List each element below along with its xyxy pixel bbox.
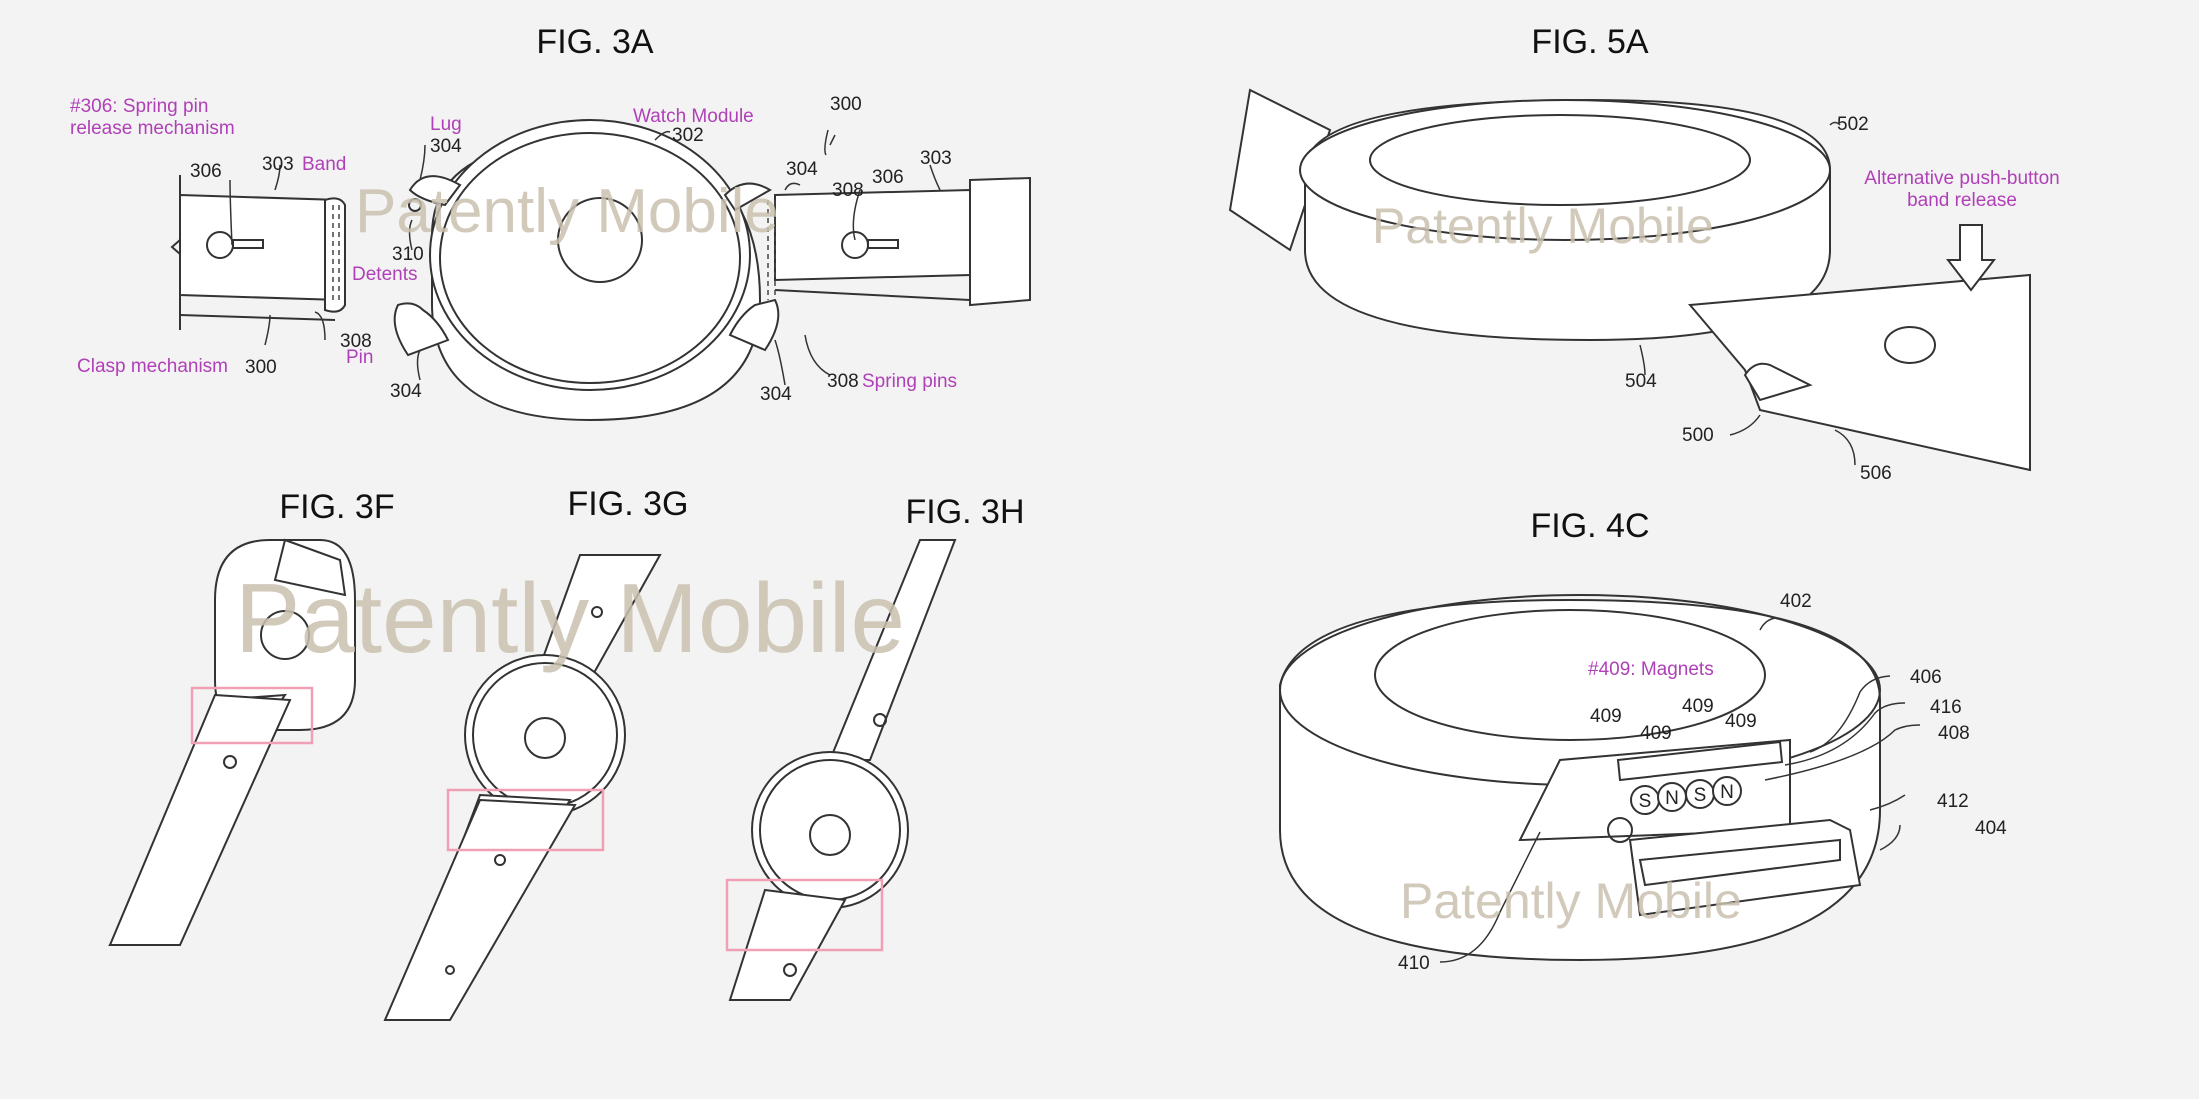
note-pin: Pin [346,347,373,368]
ref-303: 303 [920,148,952,169]
ref-302: 302 [672,125,704,146]
magnet-pole-n: N [1720,782,1734,803]
push-arrow-icon [1945,224,1997,292]
ref-303: 303 [262,154,294,175]
ref-304-lug: 304 [430,136,462,157]
ref-506: 506 [1860,463,1892,484]
note-spring-pin-1: #306: Spring pin [70,96,208,117]
magnet-pole-n: N [1665,788,1679,809]
ref-304: 304 [760,384,792,405]
magnet-pole-s: S [1639,791,1652,812]
ref-308: 308 [827,371,859,392]
highlight-box-3f [190,686,314,745]
fig-3h-drawing [725,539,957,1001]
watermark: Patently Mobile [235,563,905,673]
note-alt-push-button-2: band release [1907,190,2017,211]
ref-306: 306 [872,167,904,188]
fig-3a-drawing [170,119,1031,422]
note-band: Band [302,154,346,175]
ref-409: 409 [1640,723,1672,744]
ref-300: 300 [830,94,862,115]
note-lug: Lug [430,114,462,135]
ref-300: 300 [245,357,277,378]
ref-409: 409 [1590,706,1622,727]
fig-5a-title: FIG. 5A [1531,23,1648,61]
fig-3a-title: FIG. 3A [536,23,653,61]
ref-404: 404 [1975,818,2007,839]
note-spring-pin-2: release mechanism [70,118,235,139]
ref-308: 308 [832,180,864,201]
fig-3g-title: FIG. 3G [568,485,689,523]
ref-306: 306 [190,161,222,182]
ref-304: 304 [786,159,818,180]
magnet-pole-s: S [1694,785,1707,806]
watermark: Patently Mobile [1400,873,1742,929]
spring-pin-release-button [206,231,234,259]
fig-3f-drawing [108,538,356,946]
fig-3f-title: FIG. 3F [279,488,394,526]
fig-5a-drawing [1228,88,2031,472]
highlight-box-3g [446,788,605,852]
note-alt-push-button-1: Alternative push-button [1864,168,2059,189]
watermark: Patently Mobile [1372,198,1714,254]
fig-4c-title: FIG. 4C [1530,507,1649,545]
ref-310: 310 [392,244,424,265]
magnet-row [1630,776,1742,815]
ref-500: 500 [1682,425,1714,446]
ref-409: 409 [1682,696,1714,717]
fig-3h-title: FIG. 3H [905,493,1024,531]
ref-408: 408 [1938,723,1970,744]
highlight-box-3h [725,878,884,952]
ref-406: 406 [1910,667,1942,688]
ref-304: 304 [390,381,422,402]
ref-416: 416 [1930,697,1962,718]
fig-3g-drawing [383,554,662,1021]
fig-4c-drawing [1279,594,1921,963]
note-spring-pins: Spring pins [862,371,957,392]
ref-504: 504 [1625,371,1657,392]
ref-502: 502 [1837,114,1869,135]
watermark: Patently Mobile [355,177,779,246]
ref-402: 402 [1780,591,1812,612]
note-clasp-mechanism: Clasp mechanism [77,356,228,377]
ref-412: 412 [1937,791,1969,812]
ref-409: 409 [1725,711,1757,732]
ref-410: 410 [1398,953,1430,974]
note-magnets: #409: Magnets [1588,659,1714,680]
note-watch-module: Watch Module [633,106,754,127]
note-detents: Detents [352,264,417,285]
ref-308: 308 [340,331,372,352]
